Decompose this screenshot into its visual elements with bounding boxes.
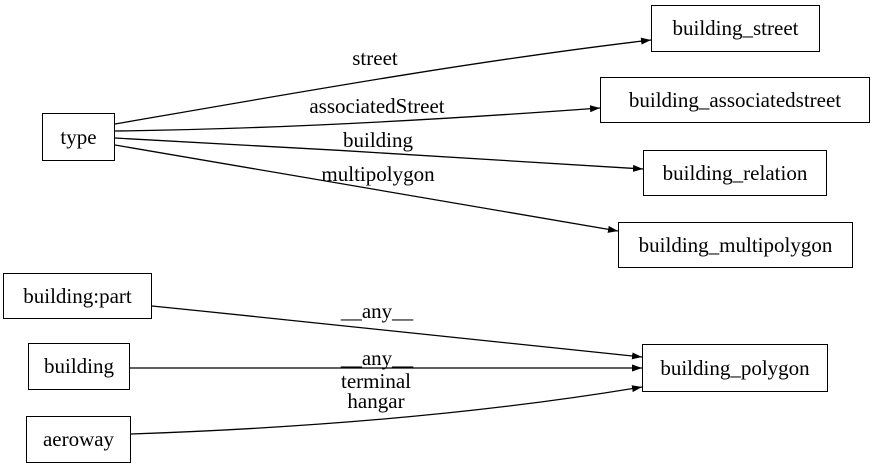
node-aeroway-label: aeroway [42, 427, 115, 451]
edge-type-building_multipolygon [114, 144, 619, 233]
node-building-label: building [43, 354, 114, 378]
node-building_street-label: building_street [672, 16, 799, 40]
edge-label-associatedstreet: associatedStreet [309, 94, 445, 118]
node-building_relation-label: building_relation [662, 160, 808, 185]
node-aeroway: aeroway [26, 416, 131, 463]
node-building_associatedstreet-label: building_associatedstreet [628, 87, 842, 112]
edge-label-building: building [342, 128, 414, 152]
edge-buildingpart-building_polygon [151, 305, 643, 360]
node-building_street: building_street [651, 5, 820, 52]
edge-type-building_associatedstreet [114, 105, 601, 132]
edge-label-terminal-hangar: terminal hangar [341, 369, 411, 413]
node-building: building [28, 343, 130, 390]
node-type-label: type [60, 124, 97, 149]
edge-type-building_relation [114, 137, 644, 172]
edge-label-hangar: hangar [347, 389, 405, 413]
edge-label-multipolygon: multipolygon [321, 162, 435, 186]
edge-label-terminal: terminal [341, 369, 411, 393]
edge-label-any-1: __any__ [340, 299, 414, 323]
node-building_associatedstreet: building_associatedstreet [600, 77, 870, 123]
node-building_multipolygon-label: building_multipolygon [638, 232, 833, 257]
edge-label-any-2: __any__ [340, 346, 414, 370]
node-type: type [42, 113, 115, 161]
node-building-part-label: building:part [23, 283, 132, 308]
edge-label-street: street [352, 46, 398, 70]
node-building_relation: building_relation [643, 150, 827, 196]
edge-aeroway-building_polygon [130, 385, 643, 435]
edge-type-building_street [114, 37, 652, 125]
node-building_polygon: building_polygon [642, 344, 828, 392]
node-building-part: building:part [3, 273, 152, 319]
node-building_polygon-label: building_polygon [660, 355, 810, 380]
node-building_multipolygon: building_multipolygon [618, 222, 853, 268]
